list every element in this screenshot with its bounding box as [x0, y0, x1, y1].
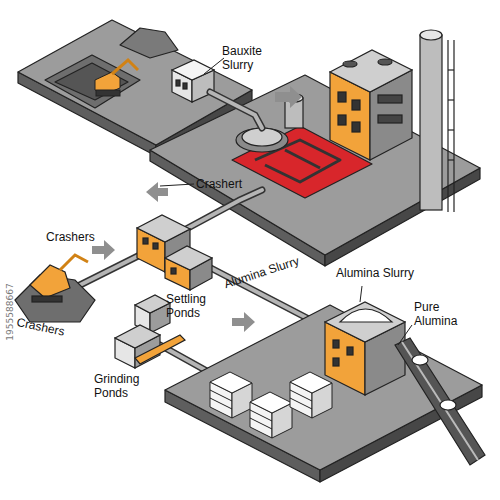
excavator — [95, 60, 138, 96]
watermark: 1955588667 — [3, 282, 17, 342]
part-label: Pure Alumina — [414, 300, 470, 328]
slab-top-left-part — [45, 55, 140, 108]
crusher-building-part — [171, 268, 176, 274]
alumina-building-part — [325, 302, 405, 342]
flow-arrows-part — [232, 312, 255, 332]
flow-arrows — [92, 86, 302, 332]
conveyor — [395, 338, 485, 465]
crusher-building-part — [165, 246, 212, 270]
tower-part — [453, 40, 454, 212]
crusher-building-part — [143, 238, 148, 244]
settling-tank-part — [236, 128, 288, 152]
refinery-building-part — [343, 61, 357, 67]
refinery-building-part — [338, 115, 346, 125]
tower-part — [448, 99, 454, 100]
slab-top-right-part — [285, 150, 320, 168]
refinery-building-part — [338, 92, 346, 102]
alumina-stacks-part — [250, 418, 272, 429]
alumina-stacks-part — [210, 398, 232, 409]
pipes-part — [210, 92, 262, 128]
crusher-rock-pile-part — [32, 296, 62, 302]
refinery-building-part — [352, 100, 360, 110]
alumina-building-part — [347, 347, 353, 355]
tower-part — [448, 69, 454, 70]
alumina-building-part — [340, 309, 392, 322]
leader-lines — [160, 58, 412, 345]
alumina-stacks-part — [210, 372, 252, 393]
pump-house-part — [172, 60, 214, 80]
pipes-part — [80, 255, 140, 285]
pump-house-part — [176, 80, 180, 86]
pipes-part — [210, 92, 262, 128]
tower-part — [447, 40, 448, 212]
excavator-part — [96, 90, 120, 96]
leader-lines-part — [204, 58, 224, 74]
refinery-building-part — [378, 95, 402, 103]
tower-part — [448, 159, 454, 160]
excavator-part — [112, 60, 138, 74]
crusher-rock-pile — [15, 255, 95, 322]
grinding-box-part — [135, 335, 185, 364]
flow-arrows-part — [92, 240, 115, 260]
part-label: Crashert — [196, 177, 266, 191]
settling-box-part — [135, 295, 170, 313]
slab-bottom — [165, 305, 482, 482]
tower-part — [420, 35, 442, 210]
conveyor-part — [395, 338, 485, 465]
part-label: Bauxite Slurry — [222, 44, 278, 72]
pump-house — [172, 60, 214, 102]
tower-part — [420, 30, 442, 40]
part-label: Alumina Slurry — [336, 266, 436, 280]
conveyor-part — [402, 342, 478, 460]
crusher-building-part — [153, 243, 158, 249]
refinery-building-part — [330, 50, 412, 92]
alumina-stacks — [210, 372, 332, 438]
conveyor-part — [440, 400, 456, 410]
pump-house-part — [183, 83, 187, 89]
flow-arrows-part — [275, 86, 302, 108]
alumina-building-part — [333, 358, 339, 366]
conveyor-part — [412, 355, 428, 365]
refinery-building-part — [378, 59, 392, 65]
leader-lines-part — [398, 325, 412, 345]
alumina-stacks-part — [250, 392, 292, 413]
grinding-box-part — [115, 325, 160, 348]
crusher-rock-pile-part — [30, 265, 70, 298]
part-label: Settling Ponds — [166, 292, 222, 320]
crusher-rock-pile-part — [60, 255, 88, 270]
part-label: Grinding Ponds — [94, 372, 154, 400]
leader-lines-part — [160, 184, 194, 186]
tower-part — [448, 129, 454, 130]
alumina-building — [325, 302, 405, 395]
crusher-building — [137, 215, 212, 290]
alumina-building-part — [333, 340, 339, 348]
refinery-building-part — [378, 115, 402, 123]
grinding-box — [115, 325, 185, 368]
alumina-stacks-part — [290, 398, 312, 409]
refinery-building-part — [352, 122, 360, 132]
part-label: Crashers — [46, 230, 116, 244]
pipe-label: Alumina Slurry — [222, 247, 321, 291]
flow-arrows-part — [146, 182, 168, 202]
pipes-part — [80, 255, 140, 285]
leader-lines-part — [360, 286, 362, 302]
refinery-building — [330, 50, 412, 160]
slab-top-left-part — [120, 28, 178, 58]
excavator-part — [95, 72, 120, 95]
tower — [420, 30, 454, 212]
